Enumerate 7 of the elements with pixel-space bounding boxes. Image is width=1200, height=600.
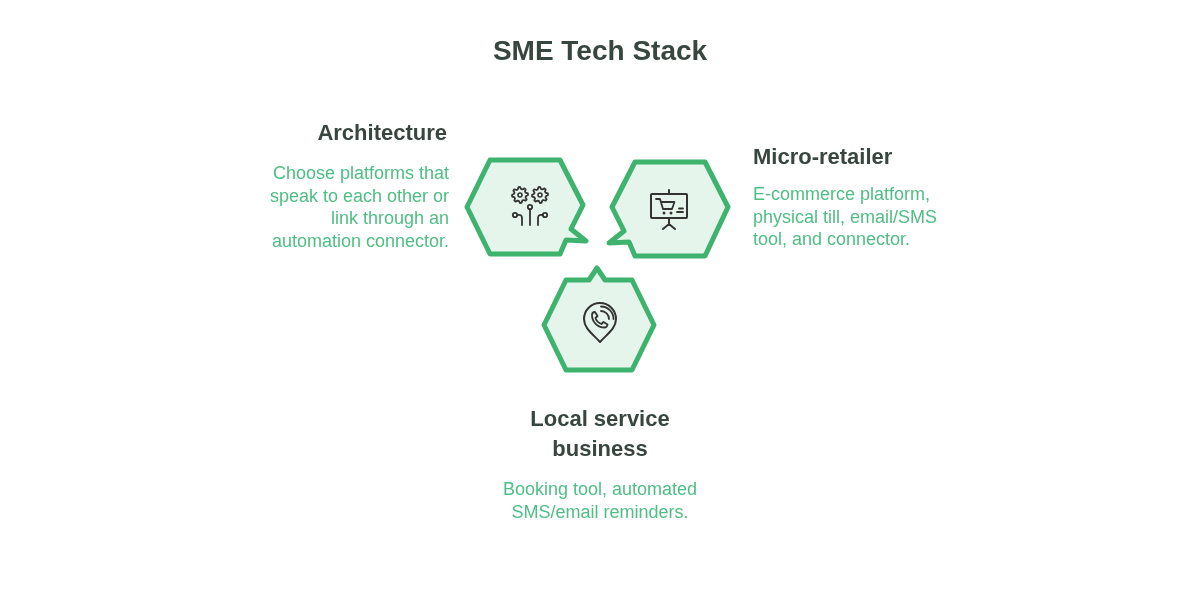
- description: E-commerce platform, physical till, email/SMS tool, and connector.: [753, 183, 939, 251]
- title: SME Tech Stack: [491, 34, 709, 68]
- heading: Local service business: [529, 405, 671, 463]
- heading: Micro-retailer: [753, 143, 894, 171]
- description: Booking tool, automated SMS/email reminders.: [501, 478, 699, 523]
- description: Choose platforms that speak to each other or link through an automation connector.: [268, 162, 449, 252]
- heading: Architecture: [316, 119, 447, 147]
